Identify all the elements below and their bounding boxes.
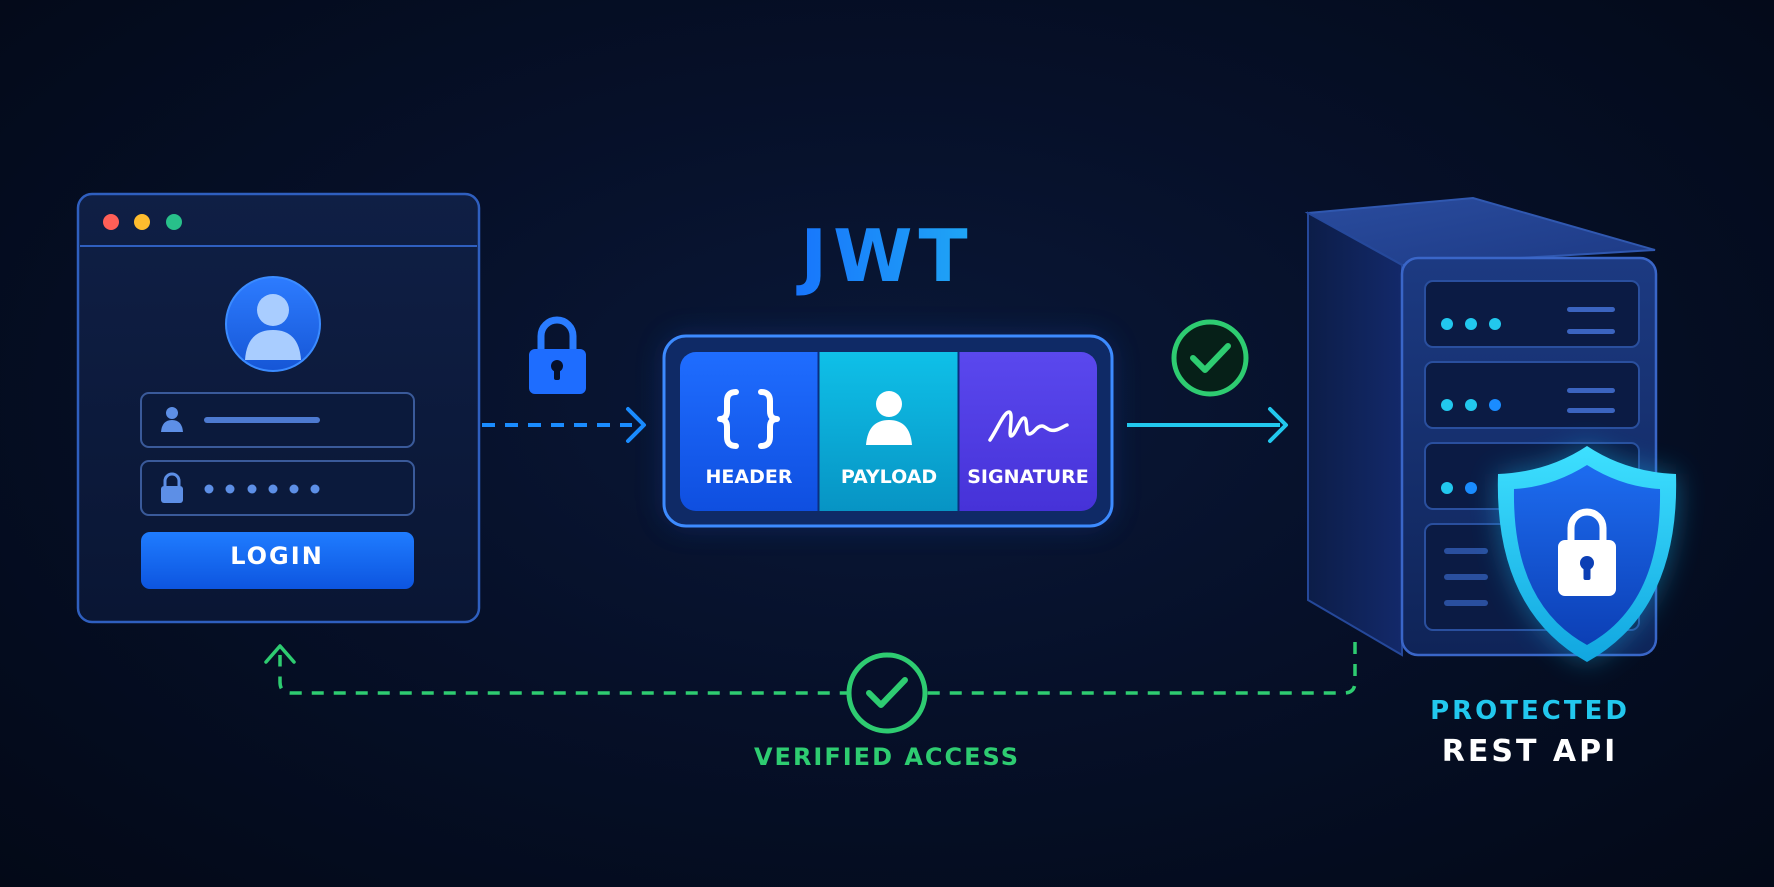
padlock-icon	[529, 316, 586, 394]
shield-lock-icon	[1497, 446, 1677, 662]
verified-check-icon	[846, 652, 928, 734]
verified-access-return-path	[278, 642, 1357, 695]
braces-icon	[717, 389, 780, 449]
token-segment-signature-label: SIGNATURE	[967, 466, 1089, 488]
window-close-dot[interactable]	[103, 214, 119, 230]
user-icon	[866, 391, 912, 445]
token-segment-header-label: HEADER	[705, 466, 793, 488]
server-unit-1	[1424, 280, 1640, 348]
diagram-title: JWT	[737, 214, 1037, 298]
lock-field-icon	[161, 472, 183, 503]
server-label-rest-api: REST API	[1441, 734, 1619, 769]
login-button[interactable]	[141, 532, 414, 589]
user-field-icon	[161, 407, 183, 432]
token-segment-header	[680, 352, 818, 511]
token-to-api-arrowhead	[1268, 407, 1288, 443]
avatar-icon	[225, 276, 321, 372]
window-maximize-dot[interactable]	[166, 214, 182, 230]
token-segment-payload-label: PAYLOAD	[840, 466, 938, 488]
token-valid-check-icon	[1171, 319, 1249, 397]
server-unit-2	[1424, 361, 1640, 429]
server-label-protected: PROTECTED	[1430, 696, 1630, 726]
username-value-placeholder	[204, 417, 320, 423]
login-to-token-arrowhead	[626, 407, 646, 443]
password-masked-dots	[204, 484, 320, 494]
login-button-label: LOGIN	[230, 542, 324, 570]
jwt-token	[662, 334, 1114, 528]
verified-access-label: VERIFIED ACCESS	[753, 743, 1021, 771]
password-field[interactable]	[140, 460, 415, 516]
signature-icon	[988, 410, 1069, 442]
verified-access-arrowhead	[264, 644, 296, 664]
window-minimize-dot[interactable]	[134, 214, 150, 230]
login-window	[76, 192, 481, 624]
